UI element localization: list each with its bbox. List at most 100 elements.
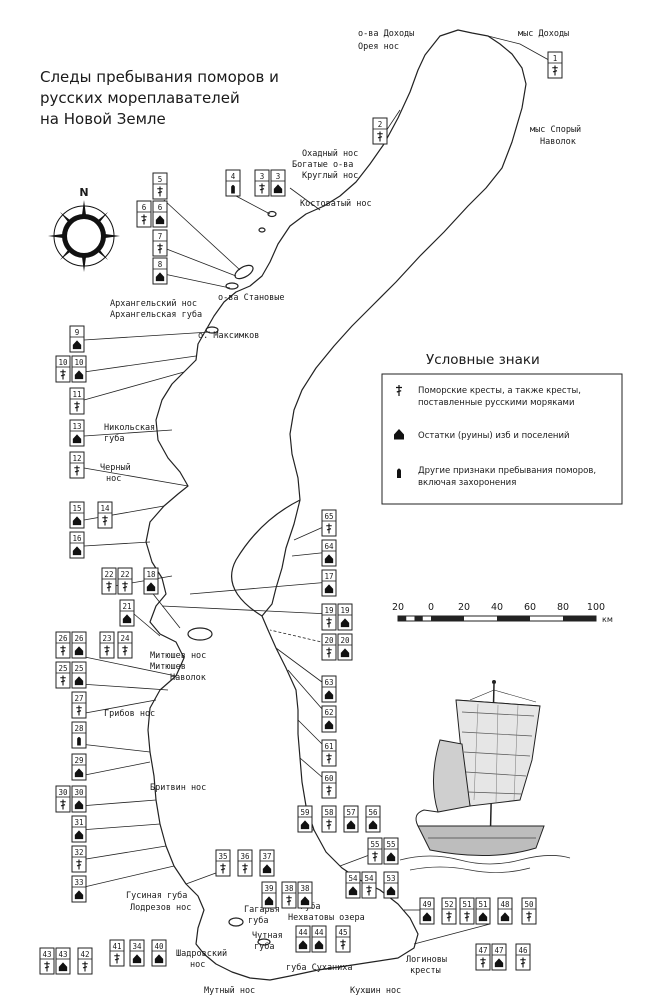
site-box: 39 <box>261 881 277 909</box>
place-label: нос <box>190 960 205 970</box>
site-box: 47 <box>475 943 491 971</box>
site-number: 44 <box>314 928 324 937</box>
site-box: 59 <box>297 805 313 833</box>
site-box: 48 <box>497 897 513 925</box>
site-boxes: 1 2 3 3 4 5 6 6 <box>39 51 563 975</box>
site-box: 44 <box>295 925 311 953</box>
place-label: Охадный нос <box>302 149 358 159</box>
place-label: Костоватый нос <box>300 199 372 209</box>
place-label: мыс Доходы <box>518 29 569 39</box>
site-box: 40 <box>151 939 167 967</box>
place-labels: о-ва Доходы Орея нос мыс Доходы мыс Спор… <box>100 29 581 996</box>
site-box: 2 <box>372 117 388 145</box>
site-box: 47 <box>491 943 507 971</box>
place-label: Наволок <box>170 673 206 683</box>
site-box: 28 <box>71 721 87 749</box>
site-number: 22 <box>104 570 113 579</box>
place-label: Бритвин нос <box>150 783 206 793</box>
legend-item-text: Поморские кресты, а также кресты, <box>418 386 581 396</box>
place-label: Шадровский <box>176 949 227 959</box>
site-box: 7 <box>152 229 168 257</box>
site-box: 32 <box>71 845 87 873</box>
site-box: 23 <box>99 631 115 659</box>
place-label: Лодрезов нос <box>130 903 191 913</box>
site-box: 62 <box>321 705 337 733</box>
site-number: 41 <box>112 942 121 951</box>
legend-box <box>381 373 623 505</box>
site-box: 11 <box>69 387 85 415</box>
place-label: Круглый нос <box>302 171 358 181</box>
site-box: 30 <box>55 785 71 813</box>
title-line-3: на Новой Земле <box>40 110 166 128</box>
site-box: 14 <box>97 501 113 529</box>
site-box: 51 <box>459 897 475 925</box>
site-number: 44 <box>298 928 308 937</box>
site-number: 32 <box>74 848 83 857</box>
site-number: 10 <box>58 358 68 367</box>
place-label: о. Максимков <box>198 331 259 341</box>
site-box: 21 <box>119 599 135 627</box>
novaya-zemlya-coastline <box>145 29 527 981</box>
site-number: 50 <box>524 900 534 909</box>
site-box: 51 <box>475 897 491 925</box>
place-label: Нехватовы озера <box>288 913 365 923</box>
site-number: 3 <box>276 172 281 181</box>
site-number: 7 <box>158 232 163 241</box>
site-number: 9 <box>75 328 80 337</box>
site-number: 36 <box>240 852 250 861</box>
site-box: 41 <box>109 939 125 967</box>
site-number: 54 <box>348 874 358 883</box>
site-box: 18 <box>143 567 159 595</box>
scale-tick-label: 0 <box>428 602 434 613</box>
site-number: 54 <box>364 874 374 883</box>
site-box: 49 <box>419 897 435 925</box>
site-number: 5 <box>158 175 163 184</box>
site-number: 28 <box>74 724 84 733</box>
site-box: 33 <box>71 875 87 903</box>
site-number: 52 <box>444 900 453 909</box>
place-label: Архангельская губа <box>110 309 202 320</box>
site-box: 64 <box>321 539 337 567</box>
site-number: 2 <box>378 120 383 129</box>
title-line-1: Следы пребывания поморов и <box>40 68 279 86</box>
legend-item-text: Другие признаки пребывания поморов, <box>418 466 596 476</box>
site-box: 24 <box>117 631 133 659</box>
site-box: 26 <box>71 631 87 659</box>
place-label: Гусиная губа <box>126 890 187 901</box>
site-box: 3 <box>270 169 286 197</box>
site-number: 18 <box>146 570 156 579</box>
site-number: 55 <box>370 840 379 849</box>
legend-item-text: Остатки (руины) изб и поселений <box>418 431 570 441</box>
map-title: Следы пребывания поморов и русских мореп… <box>40 68 279 128</box>
site-number: 65 <box>324 512 333 521</box>
site-box: 9 <box>69 325 85 353</box>
scale-tick-label: 20 <box>458 602 470 613</box>
site-box: 10 <box>71 355 87 383</box>
site-box: 8 <box>152 257 168 285</box>
site-number: 26 <box>58 634 68 643</box>
place-label: губа Суханиха <box>286 962 353 973</box>
scale-bar: 20 0 20 40 60 80 100 км <box>392 602 613 624</box>
site-number: 53 <box>386 874 395 883</box>
compass-rose-icon: N <box>48 186 120 272</box>
site-box: 57 <box>343 805 359 833</box>
site-box: 55 <box>383 837 399 865</box>
place-label: Богатые о-ва <box>292 160 353 170</box>
place-label: о-ва Становые <box>218 293 285 303</box>
site-number: 15 <box>72 504 81 513</box>
site-number: 6 <box>158 203 163 212</box>
site-number: 8 <box>158 260 163 269</box>
legend-title: Условные знаки <box>426 352 540 368</box>
site-box: 13 <box>69 419 85 447</box>
site-box: 38 <box>281 881 297 909</box>
site-number: 10 <box>74 358 84 367</box>
legend-item-text: поставленные русскими моряками <box>418 398 575 408</box>
site-number: 40 <box>154 942 164 951</box>
site-number: 6 <box>142 203 147 212</box>
site-box: 5 <box>152 172 168 200</box>
site-box: 43 <box>55 947 71 975</box>
site-number: 26 <box>74 634 84 643</box>
site-number: 47 <box>478 946 487 955</box>
scale-unit: км <box>602 615 613 624</box>
site-box: 15 <box>69 501 85 529</box>
